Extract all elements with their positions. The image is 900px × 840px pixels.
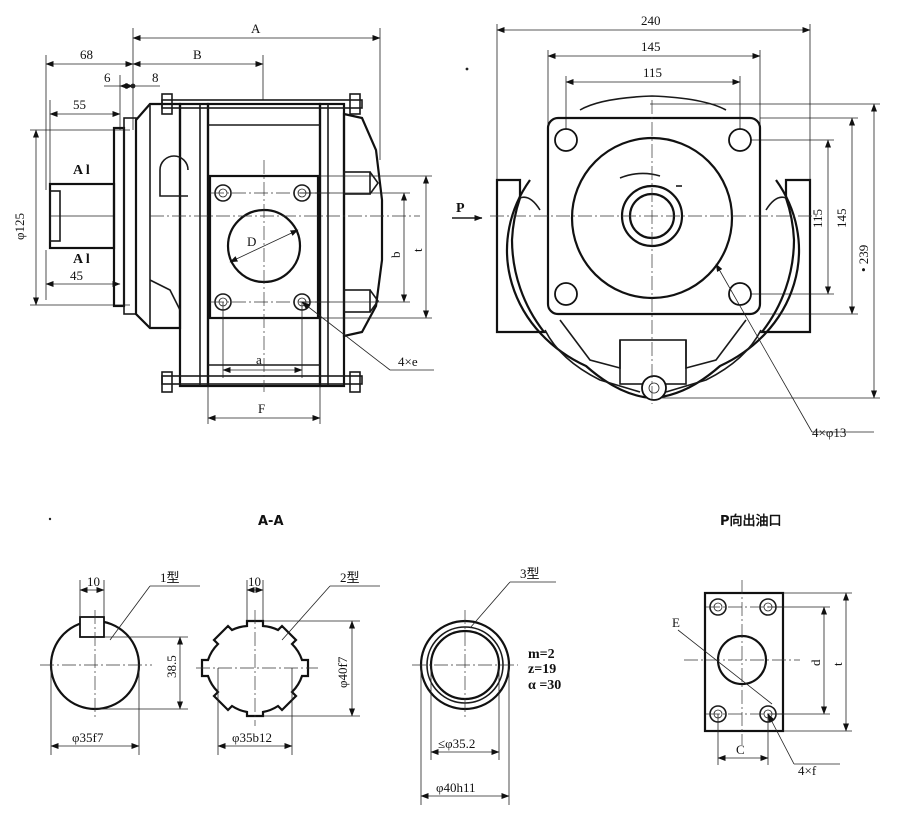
type1-height: 38.5 xyxy=(164,655,179,678)
type3-inner: ≤φ35.2 xyxy=(438,736,475,751)
type3-angle: α =30 xyxy=(528,678,561,693)
tie-bolt-bottom xyxy=(161,375,363,385)
body-section-3 xyxy=(318,102,346,388)
port-holes: 4×f xyxy=(798,763,817,778)
front-view: 240 145 115 115 145 • 239 P xyxy=(452,13,880,440)
dim-55: 55 xyxy=(73,97,86,112)
type3-teeth: z=19 xyxy=(528,662,556,677)
housing-right-lug xyxy=(759,178,812,334)
port-dim-d: d xyxy=(808,659,823,666)
port-view: E d t C 4×f xyxy=(672,580,852,778)
port-view-title: P向出油口 xyxy=(720,513,782,529)
dim-A: A xyxy=(251,21,261,36)
dim-45: 45 xyxy=(70,268,83,283)
type3-module: m=2 xyxy=(528,647,555,662)
dim-t: t xyxy=(410,248,425,252)
shaft-type-1: 10 38.5 φ35f7 1型 xyxy=(40,570,200,755)
dim-239: • 239 xyxy=(856,245,871,272)
shaft-type-3: m=2 z=19 α =30 ≤φ35.2 φ40h11 3型 xyxy=(412,566,561,805)
dim-6: 6 xyxy=(104,70,111,85)
dim-D: D xyxy=(247,234,256,249)
dim-68: 68 xyxy=(80,47,93,62)
dim-145-top: 145 xyxy=(641,39,661,54)
body-section-1 xyxy=(178,102,210,388)
mount-flange xyxy=(112,126,126,308)
section-title-A-A: A-A xyxy=(258,514,284,529)
housing-left-lug xyxy=(495,178,547,334)
dim-145-right: 145 xyxy=(834,209,849,229)
dim-B: B xyxy=(193,47,202,62)
mount-hole xyxy=(728,282,752,306)
holes-4xe: 4×e xyxy=(398,354,418,369)
type3-label: 3型 xyxy=(520,566,540,581)
port-flange xyxy=(703,591,785,733)
dim-a: a xyxy=(256,352,262,367)
type1-diameter: φ35f7 xyxy=(72,730,104,745)
type2-width: 10 xyxy=(248,574,261,589)
type3-diameter: φ40h11 xyxy=(436,780,476,795)
type1-width: 10 xyxy=(87,574,100,589)
dim-240: 240 xyxy=(641,13,661,28)
dim-F: F xyxy=(258,401,265,416)
port-dim-E: E xyxy=(672,615,680,630)
section-label-bottom: A l xyxy=(73,252,90,267)
type1-label: 1型 xyxy=(160,570,180,585)
port-dim-C: C xyxy=(736,742,745,757)
port-dim-t: t xyxy=(830,662,845,666)
housing-body xyxy=(505,179,801,400)
dim-115-top: 115 xyxy=(643,65,662,80)
section-label-top: A l xyxy=(73,163,90,178)
rear-cover xyxy=(342,112,384,338)
arrow-label-P: P xyxy=(456,201,465,216)
type2-diameter: φ35b12 xyxy=(232,730,272,745)
side-view: A B 68 6 8 55 45 φ125 A l A l xyxy=(12,21,434,424)
dim-115-right: 115 xyxy=(810,209,825,228)
shaft-type-2: 10 φ40f7 φ35b12 2型 xyxy=(196,570,380,755)
type2-label: 2型 xyxy=(340,570,360,585)
holes-4xphi13: 4×φ13 xyxy=(812,425,846,440)
dim-b: b xyxy=(388,252,403,259)
dim-phi125: φ125 xyxy=(12,213,27,240)
dim-8: 8 xyxy=(152,70,159,85)
type2-outer: φ40f7 xyxy=(335,656,350,688)
